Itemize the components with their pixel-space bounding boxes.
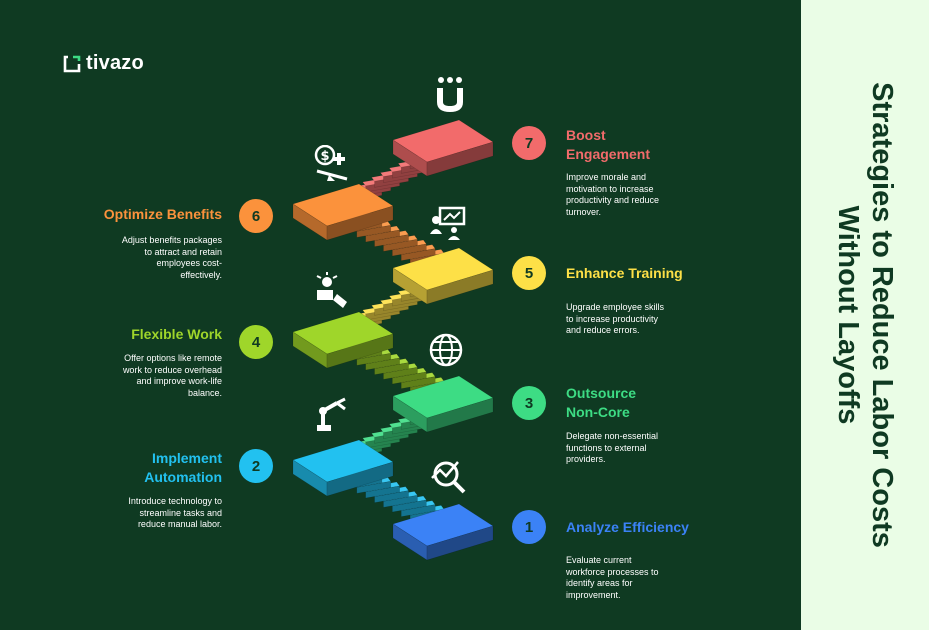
- staircase-diagram: [292, 119, 494, 561]
- step-description: Improve morale and motivation to increas…: [566, 172, 660, 217]
- step-title: Analyze Efficiency: [566, 519, 689, 535]
- landing-side-right-5: [426, 269, 494, 305]
- step-number-badge: 5: [512, 256, 546, 290]
- stair-riser-4-5: [383, 366, 418, 380]
- chart-magnifier-icon: [428, 456, 466, 499]
- stair-riser-4-3: [400, 376, 436, 390]
- remote-work-icon: [313, 272, 351, 315]
- dollar-scale-icon: $: [313, 144, 351, 188]
- landing-side-right-7: [426, 141, 494, 177]
- sidebar-panel: [801, 0, 929, 630]
- brand-logo: tivazo: [62, 52, 144, 75]
- stair-riser-6-7: [365, 229, 400, 243]
- step-number-badge: 7: [512, 126, 546, 160]
- logo-mark-icon: [63, 55, 81, 72]
- step-title: Outsource Non-Core: [566, 385, 637, 420]
- stair-riser-2-7: [365, 485, 400, 499]
- people-magnet-icon: [433, 76, 471, 119]
- step-title: Optimize Benefits: [103, 206, 222, 222]
- landing-side-right-2: [326, 461, 394, 497]
- stair-riser-2-3: [400, 504, 436, 518]
- stair-riser-2-8: [356, 480, 392, 494]
- step-title: Implement Automation: [144, 450, 222, 485]
- step-number-badge: 6: [239, 199, 273, 233]
- landing-side-right-4: [326, 333, 394, 369]
- step-number-badge: 3: [512, 386, 546, 420]
- robotic-arm-icon: [313, 395, 351, 438]
- step-description: Introduce technology to streamline tasks…: [128, 496, 222, 529]
- step-title: Flexible Work: [131, 326, 222, 342]
- landing-side-right-3: [426, 397, 494, 433]
- step-description: Evaluate current workforce processes to …: [566, 555, 659, 600]
- stair-riser-6-3: [400, 248, 436, 262]
- stair-riser-4-8: [356, 352, 392, 366]
- step-description: Delegate non-essential functions to exte…: [566, 431, 659, 464]
- stair-riser-6-5: [383, 238, 418, 252]
- stair-riser-6-6: [374, 234, 409, 248]
- step-description: Upgrade employee skills to increase prod…: [566, 302, 665, 335]
- stair-riser-6-8: [356, 224, 392, 238]
- globe-refresh-icon: [428, 332, 466, 375]
- step-title: Boost Engagement: [566, 127, 651, 162]
- brand-name: tivazo: [86, 52, 144, 74]
- presentation-icon: [428, 206, 466, 249]
- stair-riser-4-4: [392, 371, 427, 385]
- stair-riser-4-7: [365, 357, 400, 371]
- landing-side-right-1: [426, 525, 494, 561]
- stair-riser-6-4: [392, 243, 427, 257]
- stair-riser-2-6: [374, 490, 409, 504]
- step-number-badge: 4: [239, 325, 273, 359]
- svg-text:$: $: [320, 149, 329, 164]
- step-number-badge: 1: [512, 510, 546, 544]
- stair-riser-4-6: [374, 362, 409, 376]
- stair-riser-2-5: [383, 494, 418, 508]
- stair-riser-2-4: [392, 499, 427, 513]
- step-description: Offer options like remote work to reduce…: [122, 353, 222, 398]
- landing-side-right-6: [326, 205, 394, 241]
- step-description: Adjust benefits packages to attract and …: [121, 235, 222, 280]
- page-title: Strategies to Reduce Labor Costs Without…: [832, 82, 898, 548]
- step-number-badge: 2: [239, 449, 273, 483]
- step-title: Enhance Training: [566, 265, 683, 281]
